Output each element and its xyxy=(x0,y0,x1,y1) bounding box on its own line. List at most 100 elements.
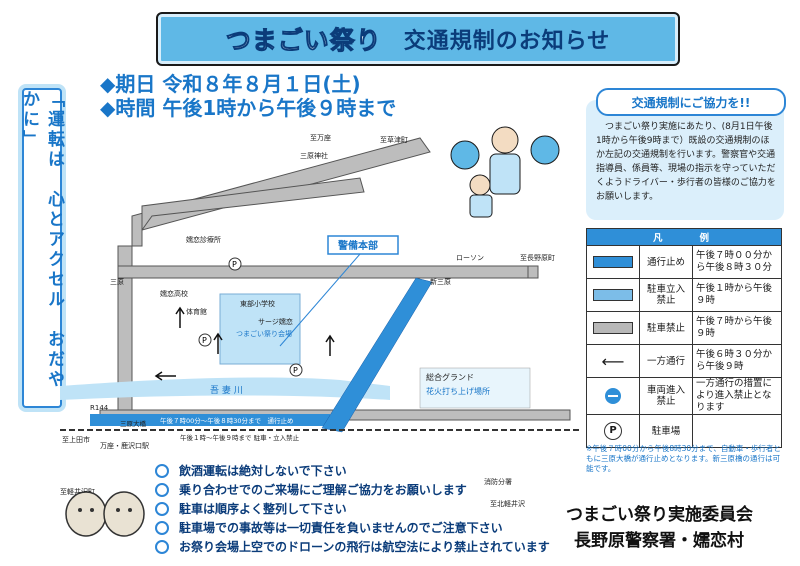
label-kitakaru: 至北軽井沢 xyxy=(490,499,525,508)
dancer-illustration xyxy=(450,126,560,218)
legend-desc: 一方通行の措置により進入禁止となります xyxy=(692,377,782,415)
legend-desc: 午後７時から午後９時 xyxy=(692,311,782,345)
left-arrow-icon: ⟵ xyxy=(601,351,625,371)
slogan-text: 「運転は 心とアクセル おだやかに」 xyxy=(19,90,64,390)
rule-text: お祭り会場上空でのドローンの飛行は航空法により禁止されています xyxy=(179,540,550,554)
parking-icon xyxy=(228,257,242,271)
legend-heading: 凡 例 xyxy=(586,228,782,246)
title-main: つまごい祭り xyxy=(225,26,382,56)
label-to-kamita: 至上田市 xyxy=(62,435,90,444)
rule-text: 駐車場での事故等は一切責任を負いませんのでご注意下さい xyxy=(179,521,503,535)
label-station: 万座・鹿沢口駅 xyxy=(100,441,149,450)
cooperation-panel xyxy=(586,100,784,220)
closed-swatch xyxy=(593,256,633,268)
venue-area xyxy=(219,293,301,365)
label-lawson: ローソン xyxy=(456,254,484,262)
hq-box xyxy=(327,235,399,255)
venue-label: つまごい祭り会場 xyxy=(236,329,292,338)
no-parking-swatch xyxy=(593,322,633,334)
legend-row: 通行止め 午後７時００分から午後８時３０分 xyxy=(586,245,782,279)
svg-text:P: P xyxy=(202,336,207,345)
rule-item: お祭り会場上空でのドローンの飛行は航空法により禁止されています xyxy=(155,538,550,555)
rule-item: 乗り合わせでのご来場にご理解ご協力をお願いします xyxy=(155,481,467,498)
label-fire-station: 消防分署 xyxy=(484,477,512,486)
legend-label: 駐車場 xyxy=(639,414,693,448)
no-entry-area-swatch xyxy=(593,289,633,301)
bridge-closed-text: 午後７時00分～午後８時30分まで 通行止め xyxy=(160,416,294,425)
legend-desc: 午後７時００分から午後８時３０分 xyxy=(692,245,782,279)
legend-row: P 駐車場 xyxy=(586,414,782,448)
one-way-arrow-icon xyxy=(154,371,176,381)
slogan-banner: 「運転は 心とアクセル おだやかに」 xyxy=(19,88,64,408)
circle-icon xyxy=(155,463,169,478)
circle-icon xyxy=(155,482,169,497)
legend-desc: 午後６時３０分から午後９時 xyxy=(692,344,782,378)
label-to-karuizawa: 至軽井沢町 xyxy=(60,487,95,496)
label-mihara: 三原 xyxy=(110,278,124,286)
label-shingo: 新三原 xyxy=(430,277,451,286)
legend-desc: 午後１時から午後９時 xyxy=(692,278,782,312)
hq-pointer xyxy=(279,253,361,347)
rule-item: 飲酒運転は絶対しないで下さい xyxy=(155,462,347,479)
label-center: サージ嬬恋 xyxy=(258,317,293,326)
legend-label: 車両進入禁止 xyxy=(639,377,693,415)
cooperation-body: つまごい祭り実施にあたり、(8月1日午後1時から午後9時まで）既設の交通規制のほ… xyxy=(596,122,776,202)
one-way-arrow-icon xyxy=(175,306,185,328)
svg-text:P: P xyxy=(293,366,298,375)
one-way-arrow-icon xyxy=(213,332,223,354)
rule-item: 駐車は順序よく整列して下さい xyxy=(155,500,347,517)
one-way-arrow-icon xyxy=(325,334,335,356)
ground-area xyxy=(419,367,531,409)
fireworks-label: 花火打ち上げ場所 xyxy=(426,386,490,396)
title-banner: つまごい祭り 交通規制のお知らせ xyxy=(156,12,680,66)
legend-row: 駐車立入禁止 午後１時から午後９時 xyxy=(586,278,782,312)
river xyxy=(60,377,390,400)
legend-row: ⟵ 一方通行 午後６時３０分から午後９時 xyxy=(586,344,782,378)
no-entry-icon xyxy=(605,388,621,404)
rule-text: 駐車は順序よく整列して下さい xyxy=(179,502,347,516)
circle-icon xyxy=(155,501,169,516)
ground-label: 総合グランド xyxy=(426,372,474,382)
one-way-arrows xyxy=(154,306,335,381)
title-sub: 交通規制のお知らせ xyxy=(403,29,611,54)
label-to-kusatsu: 至草津町 xyxy=(380,135,408,144)
label-clinic: 嬬恋診療所 xyxy=(186,235,221,244)
hq-label: 警備本部 xyxy=(337,239,378,252)
legend-table: 凡 例 通行止め 午後７時００分から午後８時３０分 駐車立入禁止 午後１時から午… xyxy=(586,228,782,448)
label-gym: 体育館 xyxy=(186,307,207,316)
river-label: 吾 妻 川 xyxy=(210,384,243,396)
circle-icon xyxy=(155,520,169,535)
label-high-school: 嬬恋高校 xyxy=(160,289,188,298)
organizer-line-2: 長野原警察署・嬬恋村 xyxy=(574,531,744,551)
mascot-illustration xyxy=(65,491,145,537)
svg-text:P: P xyxy=(232,260,237,269)
rule-text: 乗り合わせでのご来場にご理解ご協力をお願いします xyxy=(179,483,467,497)
rule-text: 飲酒運転は絶対しないで下さい xyxy=(179,464,347,478)
closure-note: ※午後７時00分から午後8時30分まで、自動車・歩行者ともに三原大橋が通行止めと… xyxy=(586,444,781,473)
label-mihara-shrine: 三原神社 xyxy=(300,151,328,160)
label-east-elem: 東部小学校 xyxy=(240,299,275,308)
organizer-line-1: つまごい祭り実施委員会 xyxy=(566,505,753,525)
event-date: ◆期日 令和８年８月１日(土) xyxy=(100,72,361,96)
legend-row: 駐車禁止 午後７時から午後９時 xyxy=(586,311,782,345)
traffic-map: 吾 妻 川 つまごい祭り会場 警備本部 総合グランド 花火打ち上げ場所 午後７時… xyxy=(60,133,580,508)
parking-ban-text: 午後１時～午後９時まで 駐車・立入禁止 xyxy=(180,433,300,442)
legend-label: 通行止め xyxy=(639,245,693,279)
cooperation-heading: 交通規制にご協力を!! xyxy=(596,88,786,116)
event-time: ◆時間 午後1時から午後９時まで xyxy=(100,96,397,120)
legend-label: 一方通行 xyxy=(639,344,693,378)
parking-icon xyxy=(289,363,303,377)
legend-row: 車両進入禁止 一方通行の措置により進入禁止となります xyxy=(586,377,782,415)
legend-desc xyxy=(692,414,782,448)
label-route144: R144 xyxy=(90,404,109,412)
legend-label: 駐車禁止 xyxy=(639,311,693,345)
parking-icon xyxy=(198,333,212,347)
parking-icon: P xyxy=(604,422,622,440)
rule-item: 駐車場での事故等は一切責任を負いませんのでご注意下さい xyxy=(155,519,503,536)
label-mihara-bridge: 三原大橋 xyxy=(120,419,147,428)
closed-road xyxy=(90,414,330,426)
closed-diagonal-road xyxy=(321,277,433,433)
cooperation-heading-text: 交通規制にご協力を!! xyxy=(631,95,751,110)
label-to-manza: 至万座 xyxy=(310,133,331,142)
parking-icons: P P P xyxy=(198,257,303,377)
